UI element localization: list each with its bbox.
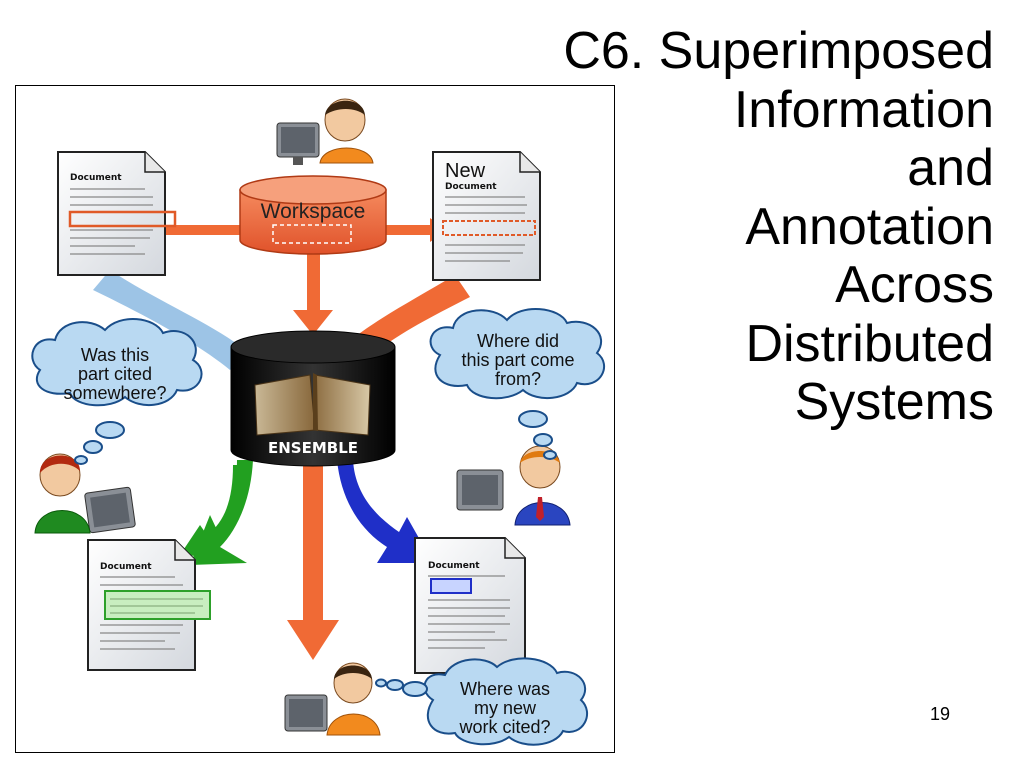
user-top [276, 98, 374, 165]
ensemble-diagram: Workspace ENSEMBLE Document New Document [15, 85, 615, 753]
document-top-right: New Document [432, 151, 541, 281]
orange-down-arrow-top [293, 243, 333, 335]
title-line: Systems [794, 373, 994, 431]
user-bottom [284, 662, 381, 736]
orange-down-arrow-bottom [287, 465, 339, 660]
bubble-left-line: somewhere? [63, 383, 166, 403]
document-top-left: Document [57, 151, 177, 276]
bubble-left-line: Was this [81, 345, 149, 365]
document-title: Document [70, 173, 122, 183]
light-blue-arrow [93, 270, 245, 370]
workspace-label: Workspace [261, 200, 366, 223]
bubble-bottom-line: Where was [460, 679, 550, 699]
title-line: Across [835, 256, 994, 314]
title-line: and [907, 139, 994, 197]
document-bottom-left: Document [87, 539, 211, 671]
thought-bubble-right: Where did this part come from? [429, 307, 606, 460]
orange-right-arrow-right [375, 218, 447, 242]
orange-right-arrow-left [165, 218, 277, 242]
ensemble-cylinder: ENSEMBLE [230, 330, 396, 467]
bubble-bottom-line: work cited? [458, 717, 550, 737]
green-arrow [180, 465, 245, 557]
page-number: 19 [930, 704, 951, 724]
title-line: Annotation [745, 197, 994, 256]
ensemble-label: ENSEMBLE [268, 439, 358, 457]
user-left [34, 453, 136, 534]
thought-bubble-bottom: Where was my new work cited? [375, 657, 588, 746]
bubble-right-line: from? [495, 369, 541, 389]
workspace-cylinder: Workspace [239, 175, 387, 255]
green-arrow-body [190, 460, 253, 565]
bubble-bottom-line: my new [474, 698, 537, 718]
document-title: Document [428, 561, 480, 571]
document-title: Document [445, 182, 497, 192]
new-label: New [445, 160, 486, 182]
title-line: C6. Superimposed [563, 22, 994, 80]
bubble-left-line: part cited [78, 364, 152, 384]
bubble-right-line: Where did [477, 331, 559, 351]
slide-title: C6. Superimposed Information and Annotat… [434, 22, 994, 432]
bubble-right-line: this part come [461, 350, 574, 370]
title-line: Information [733, 80, 994, 139]
thought-bubble-left: Was this part cited somewhere? [31, 317, 203, 465]
blue-arrow [337, 460, 433, 563]
document-title: Document [100, 562, 152, 572]
document-bottom-right: Document [414, 537, 526, 674]
title-line: Distributed [745, 314, 994, 373]
